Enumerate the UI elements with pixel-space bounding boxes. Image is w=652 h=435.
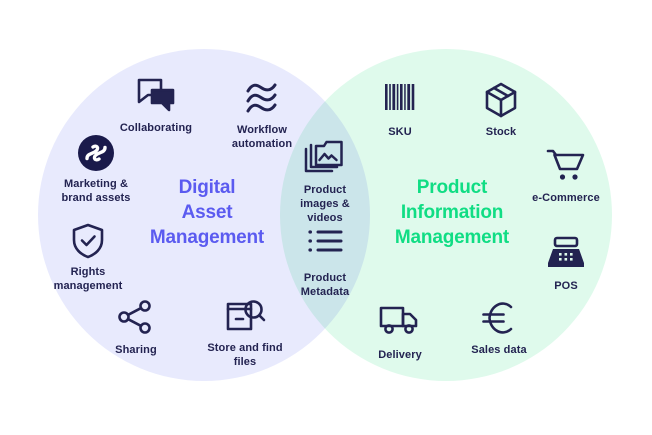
cash-register-icon — [514, 236, 618, 274]
feature-label: e-Commerce — [532, 192, 600, 204]
page-title-dam: Digital Asset Management — [149, 177, 265, 248]
feature-label: SKU — [388, 126, 412, 138]
feature-rights-management[interactable]: Rights management — [36, 222, 140, 293]
feature-sku[interactable]: SKU — [348, 82, 452, 139]
feature-sales-data[interactable]: Sales data — [447, 300, 551, 357]
speech-bubbles-icon — [104, 78, 208, 116]
feature-pos[interactable]: POS — [514, 236, 618, 293]
page-title-pim: Product Information Management — [394, 177, 510, 248]
shopping-cart-icon — [514, 148, 618, 186]
feature-label: Collaborating — [119, 122, 193, 134]
feature-marketing-brand-assets[interactable]: Marketing & brand assets — [44, 134, 148, 205]
shield-check-icon — [36, 222, 140, 260]
feature-product-images-videos[interactable]: Product images & videos — [273, 140, 377, 225]
feature-workflow-automation[interactable]: Workflow automation — [210, 80, 314, 151]
feature-stock[interactable]: Stock — [449, 82, 553, 139]
waves-icon — [210, 80, 314, 118]
share-nodes-icon — [84, 300, 188, 338]
circle-product-information-management — [280, 49, 612, 381]
feature-label: Sales data — [471, 344, 527, 356]
feature-label: Rights management — [53, 266, 123, 292]
feature-collaborating[interactable]: Collaborating — [104, 78, 208, 135]
box-magnifier-icon — [193, 298, 297, 336]
feature-label: Stock — [485, 126, 517, 138]
barcode-icon — [348, 82, 452, 120]
feature-label: Product images & videos — [300, 184, 350, 224]
feature-product-metadata[interactable]: Product Metadata — [273, 228, 377, 299]
feature-ecommerce[interactable]: e-Commerce — [514, 148, 618, 205]
cube-box-icon — [449, 82, 553, 120]
feature-label: POS — [554, 280, 578, 292]
feature-store-and-find-files[interactable]: Store and find files — [193, 298, 297, 369]
feature-label: Workflow automation — [231, 124, 293, 150]
list-lines-icon — [273, 228, 377, 266]
photo-stack-icon — [273, 140, 377, 178]
euro-sign-icon — [447, 300, 551, 338]
feature-label: Sharing — [115, 344, 157, 356]
feature-delivery[interactable]: Delivery — [348, 305, 452, 362]
brand-swirl-icon — [44, 134, 148, 172]
feature-sharing[interactable]: Sharing — [84, 300, 188, 357]
feature-label: Store and find files — [207, 342, 283, 368]
feature-label: Product Metadata — [300, 272, 350, 298]
feature-label: Delivery — [378, 349, 422, 361]
delivery-truck-icon — [348, 305, 452, 343]
feature-label: Marketing & brand assets — [61, 178, 131, 204]
